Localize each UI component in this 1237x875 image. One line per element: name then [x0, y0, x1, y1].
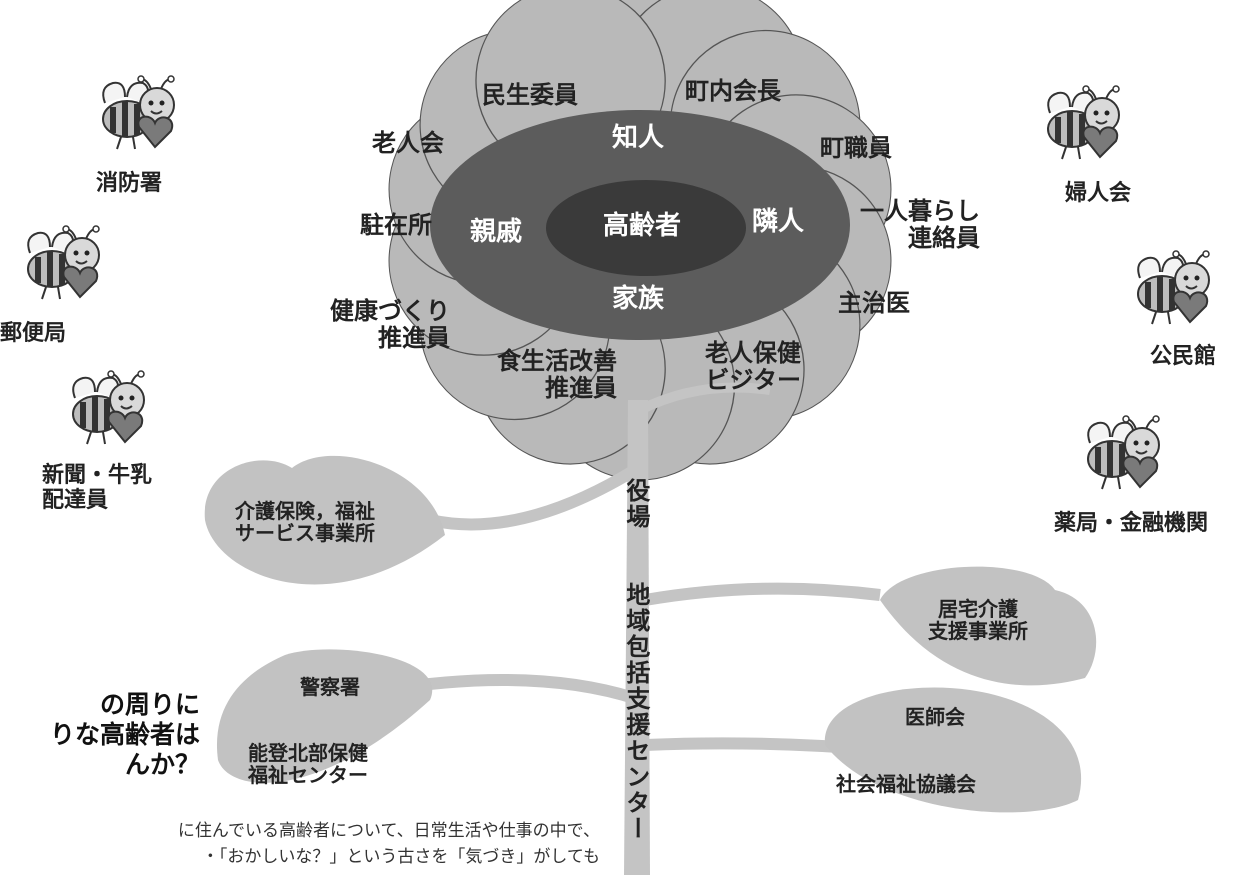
bee-icon-3: [73, 371, 144, 444]
bee-label-4: 婦人会: [1065, 181, 1132, 206]
leaf-label-5: 医師会: [905, 705, 965, 729]
petal-label-2: 町内会長: [685, 77, 781, 105]
petal-label-8: 主治医: [838, 289, 910, 317]
stem: [624, 400, 650, 875]
stem-label-main: 地域包括支援センター: [621, 582, 650, 842]
leaf-label-3: 警察署: [300, 675, 360, 699]
leaf-label-1: 介護保険，福祉 サービス事業所: [235, 499, 375, 546]
petal-label-6: 一人暮らし 連絡員: [860, 197, 980, 252]
ring-label-4: 家族: [612, 284, 665, 314]
leaf-label-6: 社会福祉協議会: [836, 772, 976, 796]
body-text: に住んでいる高齢者について、日常生活や仕事の中で、 ・「おかしいな？」という古さ…: [0, 818, 600, 875]
body-line-1: に住んでいる高齢者について、日常生活や仕事の中で、: [177, 821, 600, 841]
bee-icon-2: [28, 226, 99, 299]
bee-label-6: 薬局・金融機関: [1054, 511, 1209, 536]
petal-label-1: 民生委員: [482, 81, 578, 109]
message-line-2: りな高齢者は: [49, 720, 200, 749]
stem-label-top: 役場: [621, 478, 650, 530]
bee-label-3: 新聞・牛乳 配達員: [42, 463, 153, 513]
bee-icon-4: [1048, 86, 1119, 159]
message-line-3: んか？: [124, 750, 200, 779]
center-disc: [546, 180, 746, 276]
bee-icon-5: [1138, 251, 1209, 324]
center-label: 高齢者: [603, 211, 682, 241]
petal-label-9: 食生活改善 推進員: [497, 347, 617, 402]
bee-label-1: 消防署: [96, 171, 163, 196]
leaf-label-2: 居宅介護 支援事業所: [928, 597, 1028, 644]
petal-label-4: 町職員: [820, 134, 892, 162]
ring-label-3: 隣人: [752, 207, 805, 237]
petal-label-3: 老人会: [372, 129, 444, 157]
petal-label-5: 駐在所: [360, 211, 432, 239]
bee-icon-1: [103, 76, 174, 149]
bee-label-5: 公民館: [1150, 344, 1217, 369]
leaf-shape-4: [824, 687, 1082, 813]
petal-label-10: 老人保健 ビジター: [705, 339, 801, 394]
bee-icon-6: [1088, 416, 1159, 489]
message-line-1: の周りに: [99, 690, 200, 719]
petal-label-7: 健康づくり 推進員: [330, 297, 450, 352]
ring-label-1: 知人: [612, 123, 665, 153]
leaf-shape-2: [880, 566, 1097, 686]
bee-label-2: 郵便局: [0, 321, 67, 346]
leaf-shape-3: [216, 649, 433, 783]
message-heading: の周りに りな高齢者は んか？: [0, 690, 200, 800]
leaf-shape-1: [204, 455, 445, 585]
leaf-label-4: 能登北部保健 福祉センター: [248, 741, 368, 788]
ring-label-2: 親戚: [470, 217, 523, 247]
body-line-2: ・「おかしいな？」という古さを「気づき」がしても: [201, 847, 600, 868]
